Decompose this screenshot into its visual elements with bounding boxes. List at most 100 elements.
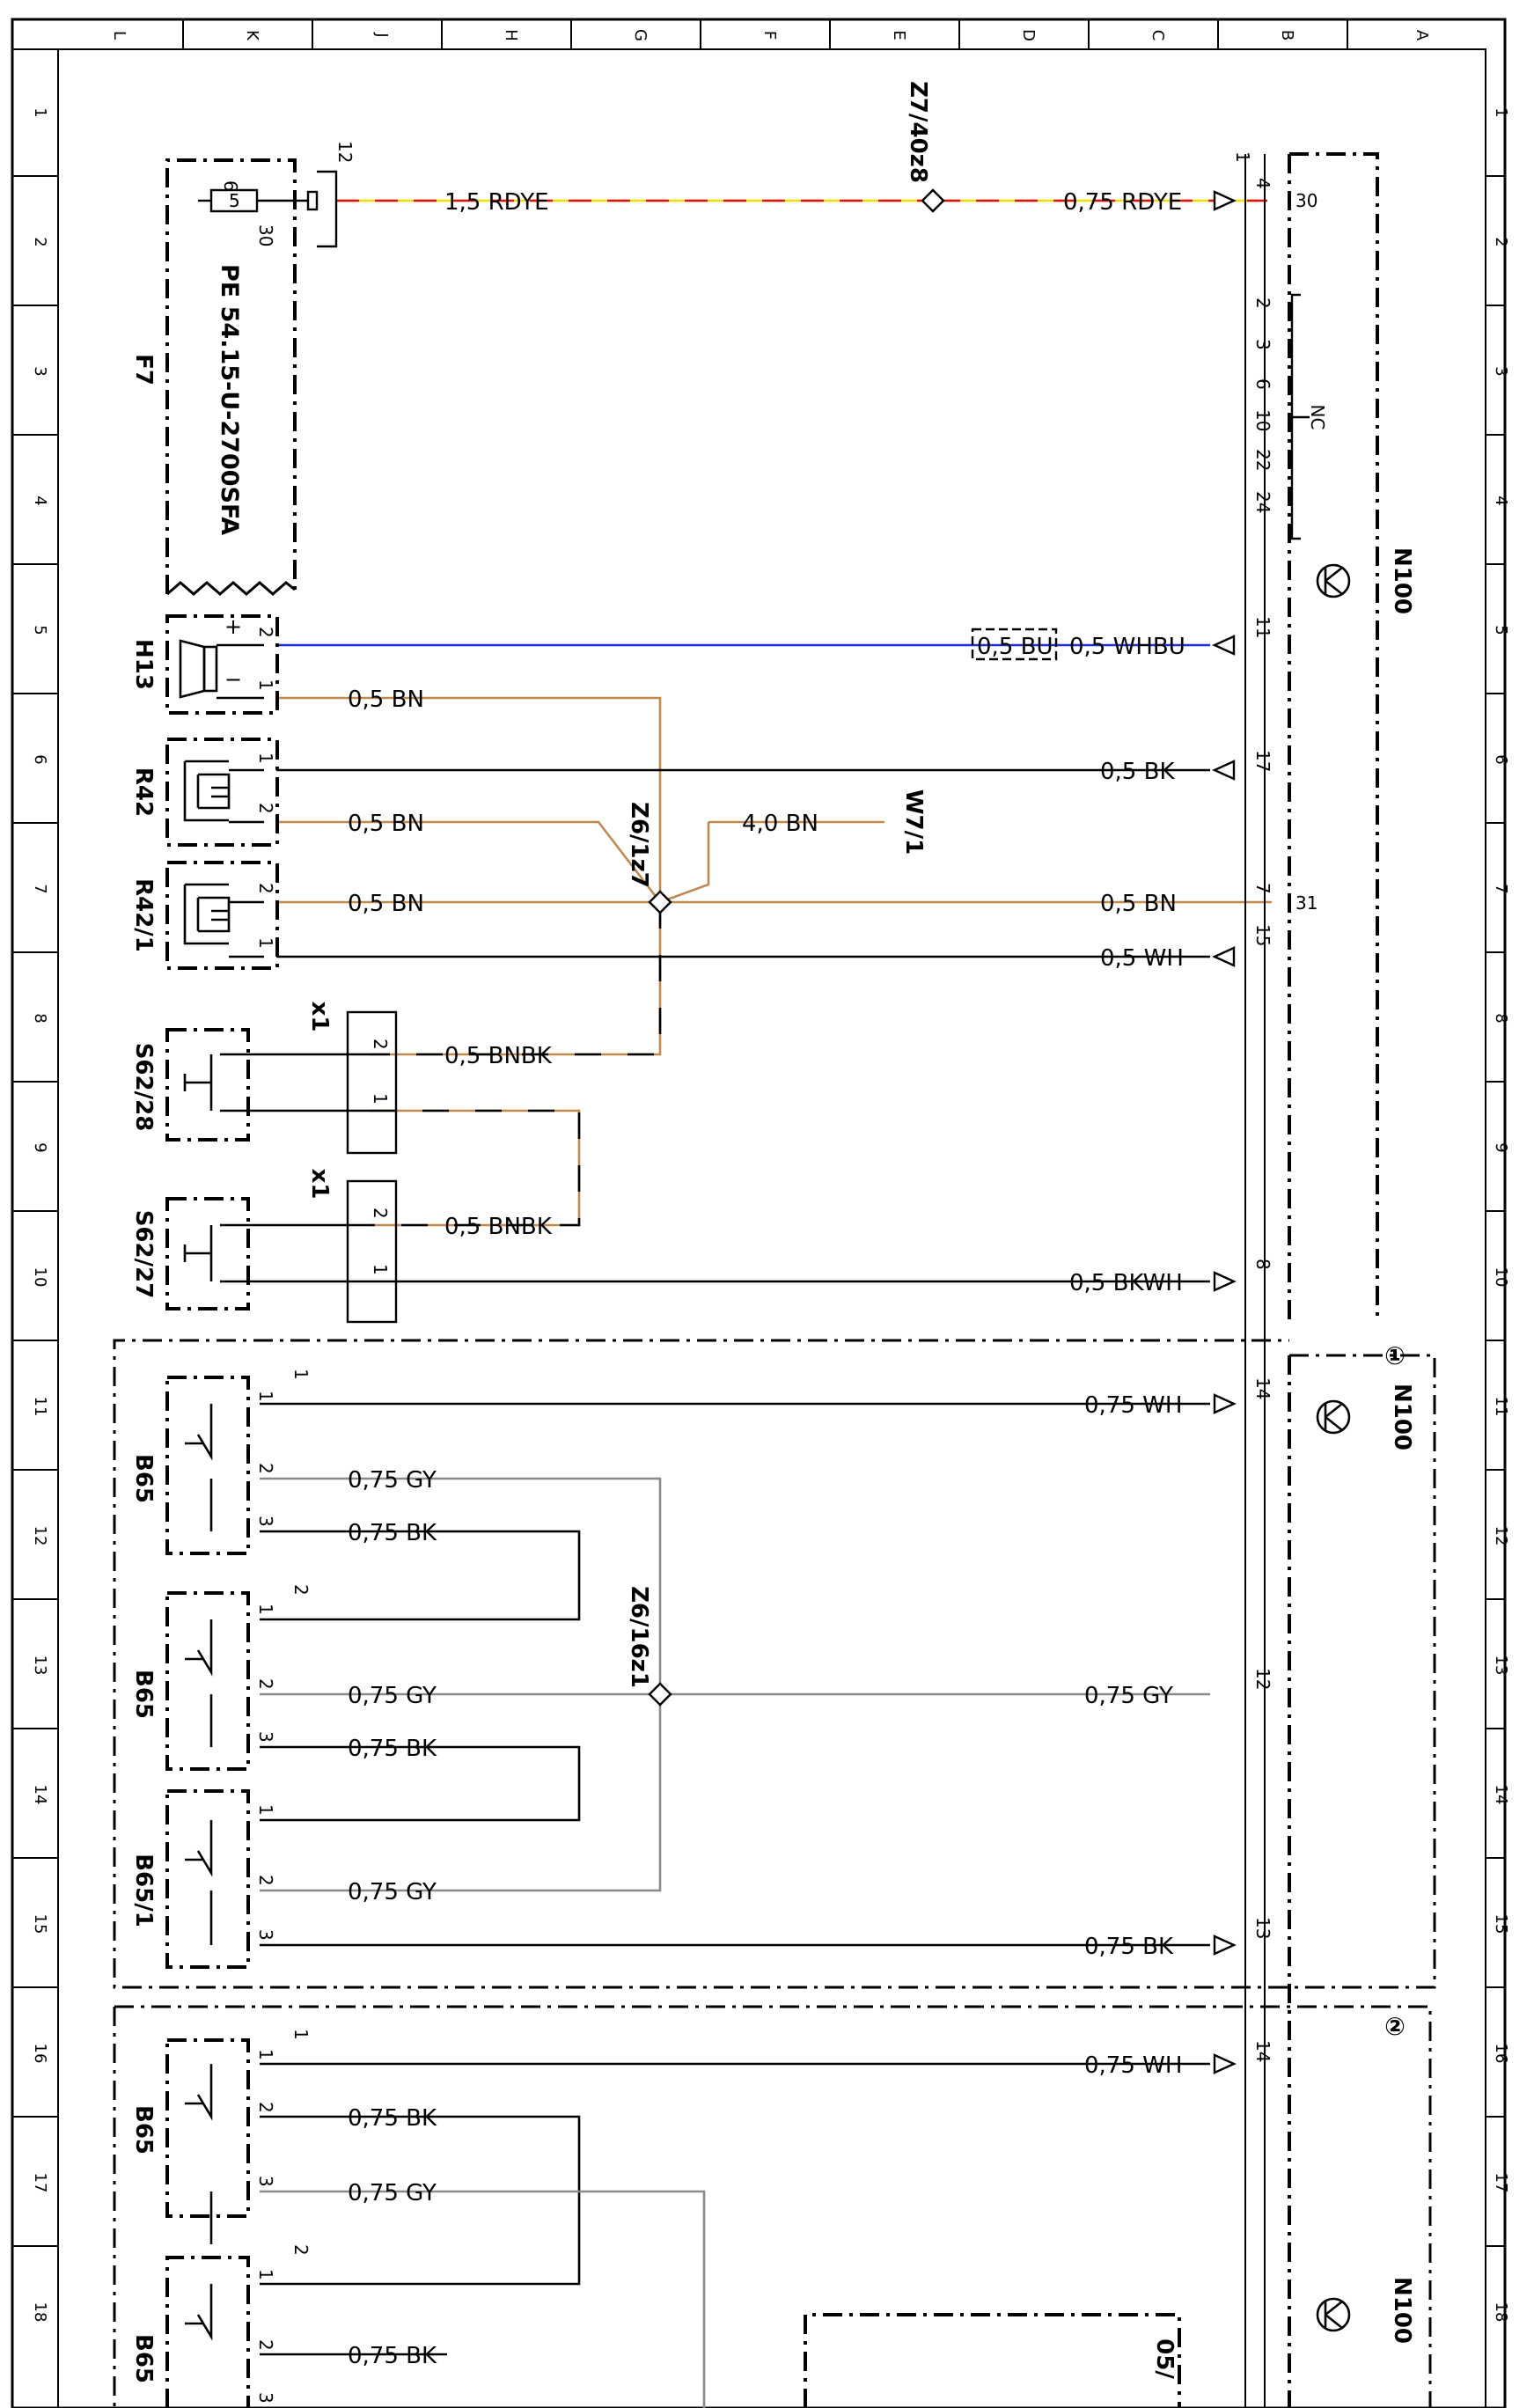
- b65-box-2: [165, 1591, 250, 1771]
- b65-label-3: B65/1: [130, 1854, 157, 1927]
- pin-n100-14b: 14: [1252, 2040, 1273, 2062]
- w71-label: W7/1: [900, 789, 927, 855]
- pin-b65a-1: 1: [255, 1391, 276, 1402]
- row-14-left: 14: [31, 1785, 49, 1805]
- splice-z7-40z8-label: Z7/40z8: [905, 81, 931, 183]
- pin-b65c-2: 2: [255, 1875, 276, 1886]
- n100-module: [113, 152, 1436, 2408]
- wire-label-05bkwh: 0,5 BKWH: [1069, 1270, 1183, 1296]
- pin-b65e-3: 3: [255, 2392, 276, 2404]
- col-j: J: [372, 32, 391, 37]
- pin-b65c-1: 1: [255, 1804, 276, 1816]
- zone-2-label: ②: [1384, 2012, 1406, 2041]
- col-f: F: [760, 31, 779, 40]
- row-17-left: 17: [31, 2173, 49, 2193]
- wire-label-075bk-b: 0,75 BK: [348, 1736, 437, 1762]
- row-2-right: 2: [1492, 237, 1510, 246]
- f7-part-label: PE 54.15-U-2700SFA: [216, 264, 243, 535]
- ref-05-label: 05/: [1151, 2338, 1178, 2379]
- arrow-30: [1213, 190, 1237, 211]
- row-11-left: 11: [31, 1397, 49, 1417]
- row-14-right: 14: [1492, 1785, 1510, 1805]
- b65-label-5: B65: [130, 2334, 157, 2383]
- row-17-right: 17: [1492, 2173, 1510, 2193]
- row-13-left: 13: [31, 1656, 49, 1676]
- row-numbers-right: 1 2 3 4 5 6 7 8 9 10 11 12 13 14 15 16 1…: [1492, 107, 1510, 2322]
- pin-b65b-2: 2: [255, 1678, 276, 1690]
- pin-grp-2: 2: [290, 1584, 312, 1596]
- pin-grp-1: 1: [290, 1369, 312, 1380]
- pin-n100-14a: 14: [1252, 1377, 1273, 1399]
- wire-label-075bk-c: 0,75 BK: [348, 2105, 437, 2132]
- splice-z7-40z8: [921, 188, 945, 213]
- heater-icon-r421: [183, 883, 264, 958]
- zone-1-label: ①: [1384, 1341, 1406, 1370]
- nc-label: NC: [1307, 405, 1328, 430]
- col-l: L: [110, 31, 128, 40]
- wire-label-075bk-a: 0,75 BK: [348, 1520, 437, 1546]
- wire-label-05whbu: 0,5 WHBU: [1069, 634, 1185, 660]
- r42-label: R42: [130, 767, 157, 817]
- bu-bracket: [971, 628, 1058, 661]
- pin-n100-15: 15: [1252, 924, 1273, 946]
- row-15-right: 15: [1492, 1914, 1510, 1934]
- wire-label-05wh: 0,5 WH: [1100, 945, 1184, 972]
- arrow-14b: [1213, 2053, 1237, 2074]
- arrow-15: [1212, 946, 1236, 967]
- row-numbers-left: 1 2 3 4 5 6 7 8 9 10 11 12 13 14 15 16 1…: [31, 107, 49, 2322]
- wire-075bk-c: [260, 2115, 581, 2286]
- pin-x1b-2: 2: [370, 1208, 391, 1219]
- wire-label-05bnbk-a: 0,5 BNBK: [444, 1043, 553, 1069]
- splice-z6-1z7: [648, 890, 672, 914]
- switch-icon-s62-27: [183, 1225, 213, 1281]
- wire-label-075bk-n: 0,75 BK: [1084, 1934, 1174, 1960]
- pin-n100-8: 8: [1252, 1259, 1273, 1270]
- row-9-left: 9: [31, 1142, 49, 1152]
- pin-x1a-1: 1: [370, 1093, 391, 1105]
- arrow-13: [1213, 1934, 1237, 1956]
- wire-label-40bn: 4,0 BN: [742, 811, 818, 837]
- f7-break: [166, 581, 296, 596]
- row-16-left: 16: [31, 2044, 49, 2064]
- pin-grp-3: 1: [290, 2029, 312, 2040]
- h13-label: H13: [130, 639, 157, 690]
- pin-n100-22: 22: [1252, 449, 1273, 471]
- f7-label: F7: [130, 354, 157, 385]
- pin-b65b-1: 1: [255, 1604, 276, 1615]
- row-10-left: 10: [31, 1267, 49, 1288]
- h13-box: [165, 614, 279, 715]
- row-1-right: 1: [1492, 107, 1510, 117]
- splice-z6-16z1-label: Z6/16z1: [626, 1586, 652, 1688]
- splice-z6-16z1: [648, 1682, 672, 1707]
- splice-z6-1z7-label: Z6/1z7: [626, 802, 652, 888]
- pin-b65b-3: 3: [255, 1731, 276, 1743]
- component-boxes: [165, 158, 1181, 2408]
- ref-05-box: [804, 2313, 1181, 2408]
- row-2-left: 2: [31, 237, 49, 246]
- pin-r42-1: 1: [255, 752, 276, 764]
- pin-n100-2: 2: [1252, 297, 1273, 309]
- row-18-right: 18: [1492, 2302, 1510, 2323]
- row-5-left: 5: [31, 625, 49, 635]
- arrow-11: [1212, 635, 1236, 656]
- wire-label-05bnbk-b: 0,5 BNBK: [444, 1214, 553, 1240]
- pin-b65d-2: 2: [255, 2102, 276, 2113]
- pin-n100-17: 17: [1252, 750, 1273, 772]
- b65-box-5: [165, 2256, 250, 2408]
- pin-n100-1: 1: [1232, 151, 1253, 163]
- pin-f7-12: 12: [334, 141, 356, 163]
- row-1-left: 1: [31, 107, 49, 117]
- b65-label-2: B65: [130, 1670, 157, 1719]
- row-8-right: 8: [1492, 1013, 1510, 1023]
- r42-box: [165, 738, 279, 847]
- pin-n100-11: 11: [1252, 616, 1273, 638]
- row-15-left: 15: [31, 1914, 49, 1934]
- pin-r421-2: 2: [255, 883, 276, 894]
- b65-box-1: [165, 1376, 250, 1555]
- pin-n100-31: 31: [1295, 892, 1317, 914]
- transistor-icon-2: [1316, 1399, 1351, 1435]
- col-d: D: [1019, 29, 1038, 41]
- pin-n100-13: 13: [1252, 1917, 1273, 1939]
- f7-box: [165, 158, 297, 594]
- wire-bn-w71: [659, 822, 710, 904]
